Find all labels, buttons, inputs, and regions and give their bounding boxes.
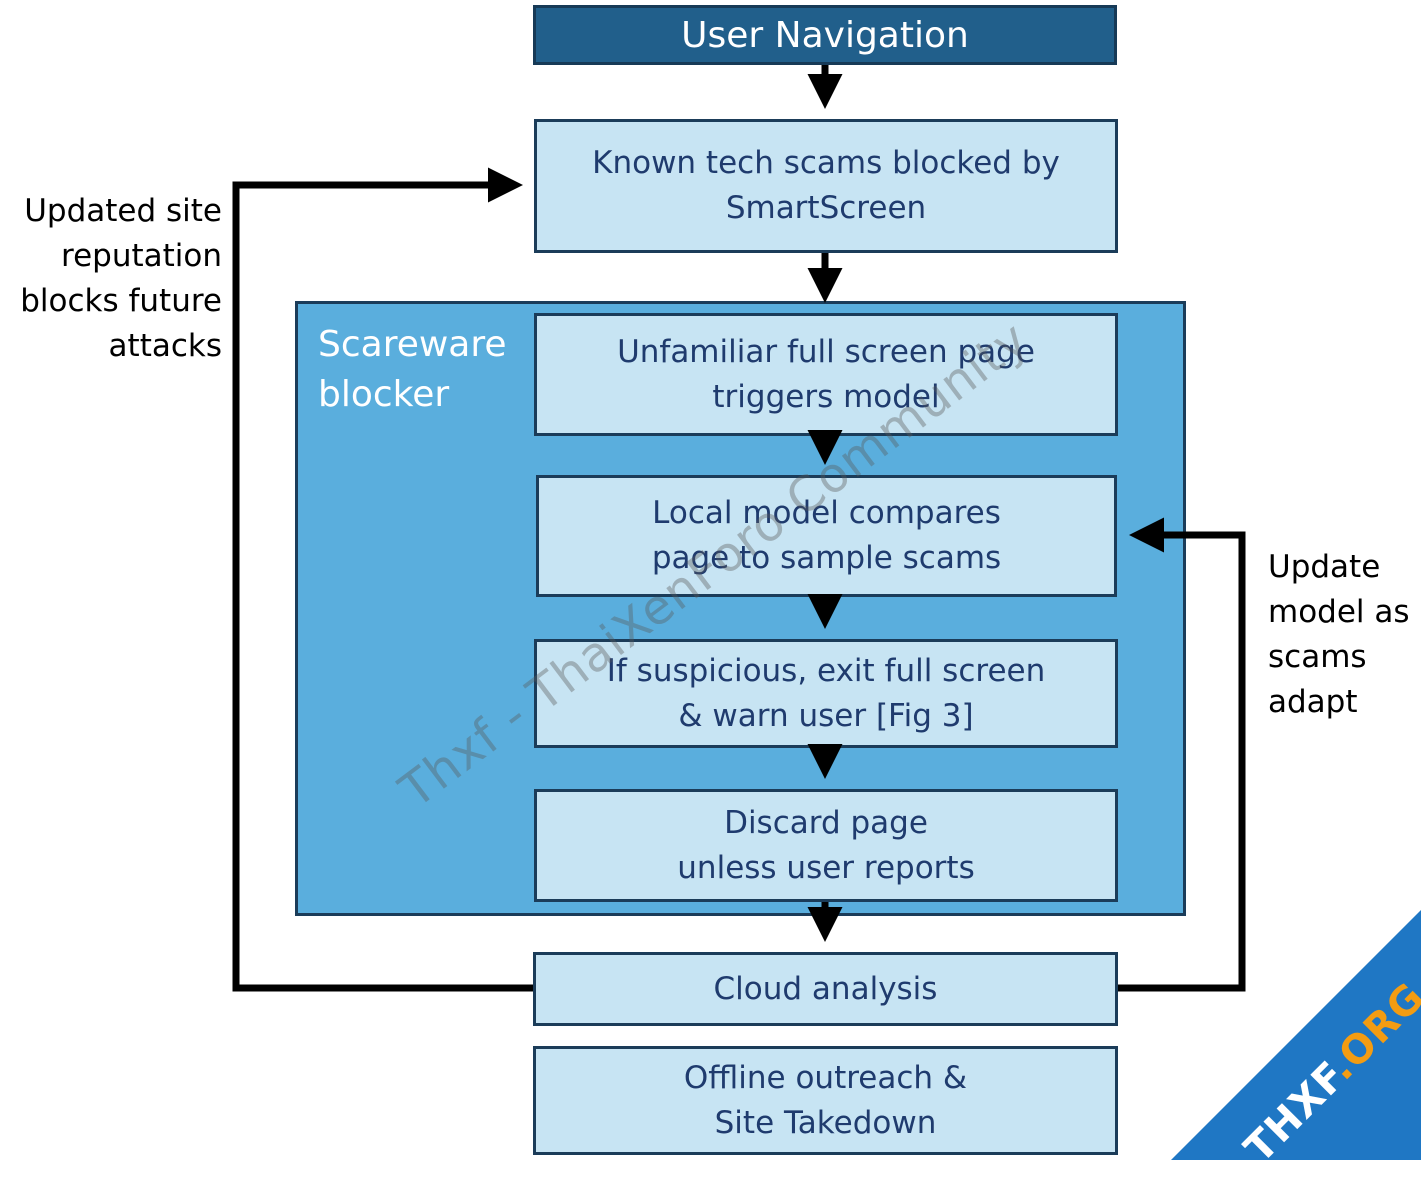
note-line: reputation [61, 238, 222, 274]
node-text-line: Site Takedown [714, 1104, 937, 1141]
node-text-line: Local model compares [652, 495, 1001, 531]
suspicious-warn-box: If suspicious, exit full screen & warn u… [534, 639, 1118, 748]
note-line: attacks [108, 328, 222, 364]
container-label-line: Scareware [318, 324, 507, 365]
unfamiliar-page-box: Unfamiliar full screen page triggers mod… [534, 313, 1118, 436]
user-navigation-label: User Navigation [681, 14, 969, 56]
scareware-blocker-label: Scareware blocker [318, 320, 507, 420]
node-text-line: Unfamiliar full screen page [617, 333, 1035, 370]
user-navigation-box: User Navigation [533, 5, 1117, 65]
node-text-line: page to sample scams [651, 540, 1002, 576]
known-scams-box: Known tech scams blocked by SmartScreen [534, 119, 1118, 253]
node-text-line: If suspicious, exit full screen [606, 652, 1046, 689]
node-text-line: Known tech scams blocked by [592, 145, 1060, 181]
left-feedback-note: Updated site reputation blocks future at… [8, 189, 222, 369]
node-text-line: unless user reports [677, 849, 975, 886]
corner-banner-shape [1171, 910, 1421, 1160]
note-line: blocks future [20, 283, 222, 319]
cloud-analysis-box: Cloud analysis [533, 952, 1118, 1026]
node-text-line: triggers model [712, 378, 940, 415]
node-text-line: & warn user [Fig 3] [678, 697, 974, 734]
connector-arrows [232, 65, 1246, 992]
right-feedback-note: Update model as scams adapt [1268, 545, 1421, 725]
note-line: scams [1268, 639, 1367, 675]
node-text-line: SmartScreen [725, 190, 927, 226]
right-feedback-loop [1118, 517, 1246, 992]
local-model-box: Local model compares page to sample scam… [536, 475, 1117, 597]
corner-logo-banner [1171, 910, 1421, 1160]
discard-page-box: Discard page unless user reports [534, 789, 1118, 902]
note-line: model as [1268, 594, 1410, 630]
note-line: Updated site [24, 193, 222, 229]
offline-outreach-box: Offline outreach & Site Takedown [533, 1046, 1118, 1155]
note-line: Update [1268, 549, 1381, 585]
node-text-line: Discard page [724, 804, 928, 841]
note-line: adapt [1268, 684, 1358, 720]
container-label-line: blocker [318, 374, 450, 415]
node-text-line: Cloud analysis [713, 970, 938, 1007]
node-text-line: Offline outreach & [683, 1059, 968, 1096]
left-feedback-loop [232, 167, 533, 992]
